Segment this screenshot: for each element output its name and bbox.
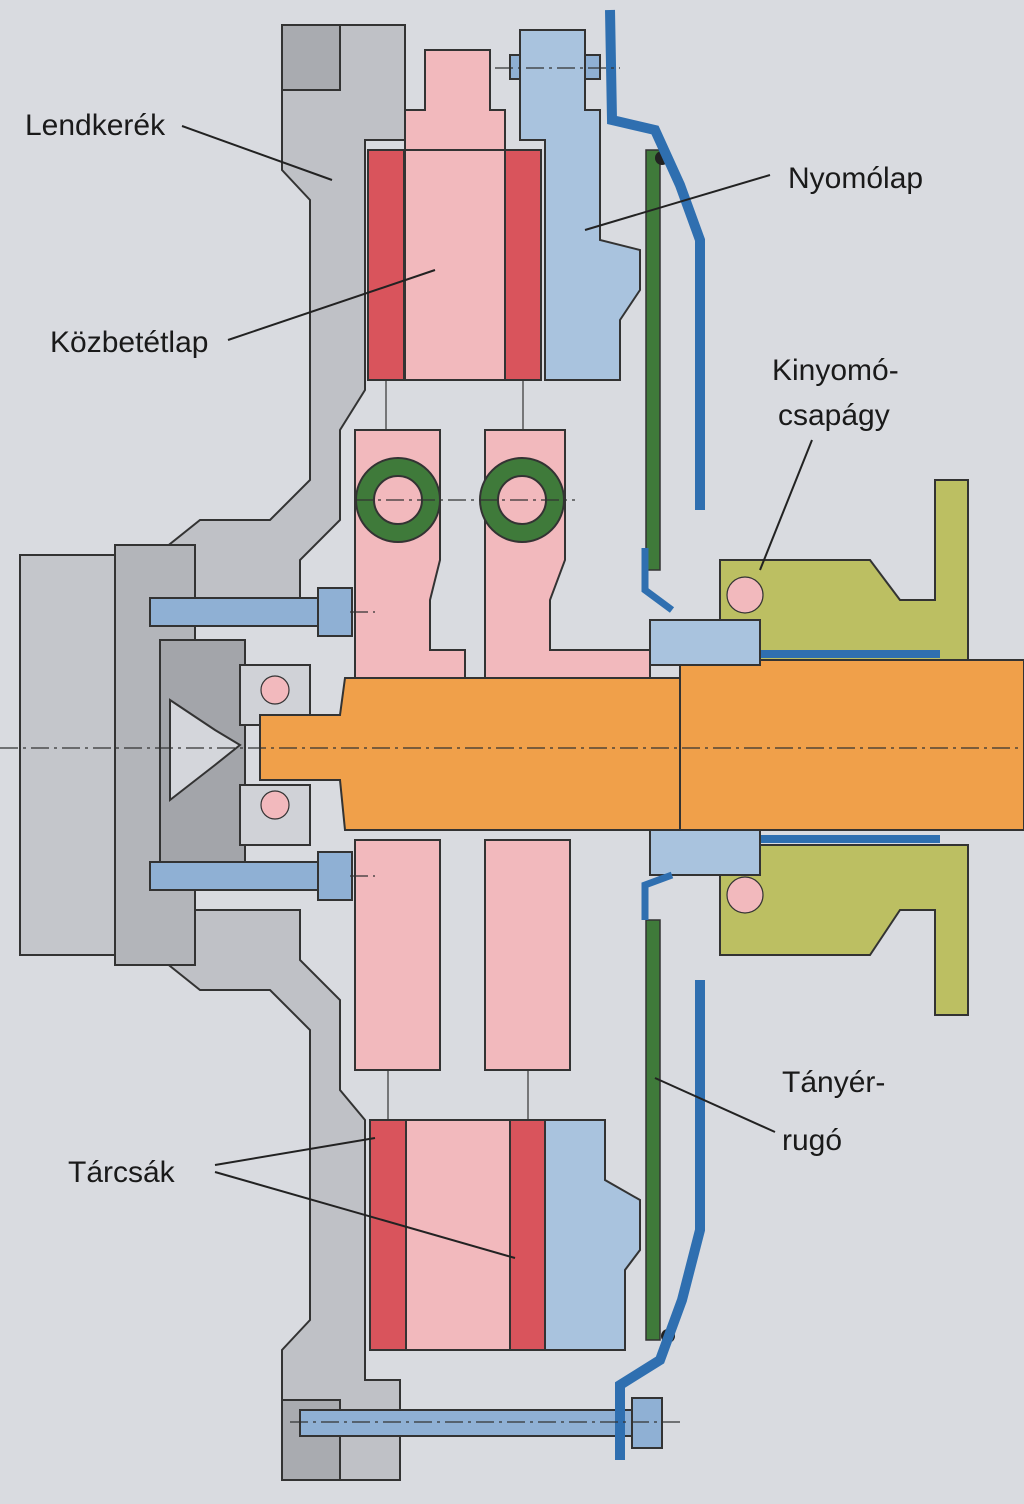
crankshaft-flange — [19, 544, 246, 966]
leader-kozbetetlap — [227, 269, 436, 341]
center-lines — [0, 67, 1024, 1423]
intermediate-plate — [404, 49, 511, 1351]
release-sleeve — [649, 619, 761, 876]
label-nyomolap: Nyomólap — [788, 162, 923, 195]
leader-tarcsak-2 — [214, 1171, 516, 1259]
label-tanyer-line1: Tányér- — [782, 1066, 885, 1099]
flywheel — [149, 24, 406, 1481]
pressure-plate — [519, 29, 641, 1351]
release-bearing-housing — [719, 479, 969, 1016]
label-kinyomo-line1: Kinyomó- — [772, 354, 899, 387]
input-shaft — [259, 659, 1024, 831]
label-kozbetetlap: Közbetétlap — [50, 326, 208, 359]
friction-discs — [367, 149, 547, 1351]
clutch-cover — [605, 9, 705, 1460]
leader-lendkerek — [181, 125, 333, 181]
label-tarcsak: Tárcsák — [68, 1156, 176, 1189]
leader-lines — [181, 125, 813, 1259]
leader-kinyomo — [759, 439, 813, 571]
leader-nyomolap — [584, 174, 771, 231]
label-tanyer-line2: rugó — [782, 1124, 842, 1157]
label-kinyomo-line2: csapágy — [778, 399, 890, 432]
diaphragm-spring — [645, 149, 675, 1343]
leader-tanyerrugo — [654, 1077, 776, 1133]
leader-tarcsak-1 — [214, 1137, 376, 1166]
label-lendkerek: Lendkerék — [25, 109, 166, 142]
